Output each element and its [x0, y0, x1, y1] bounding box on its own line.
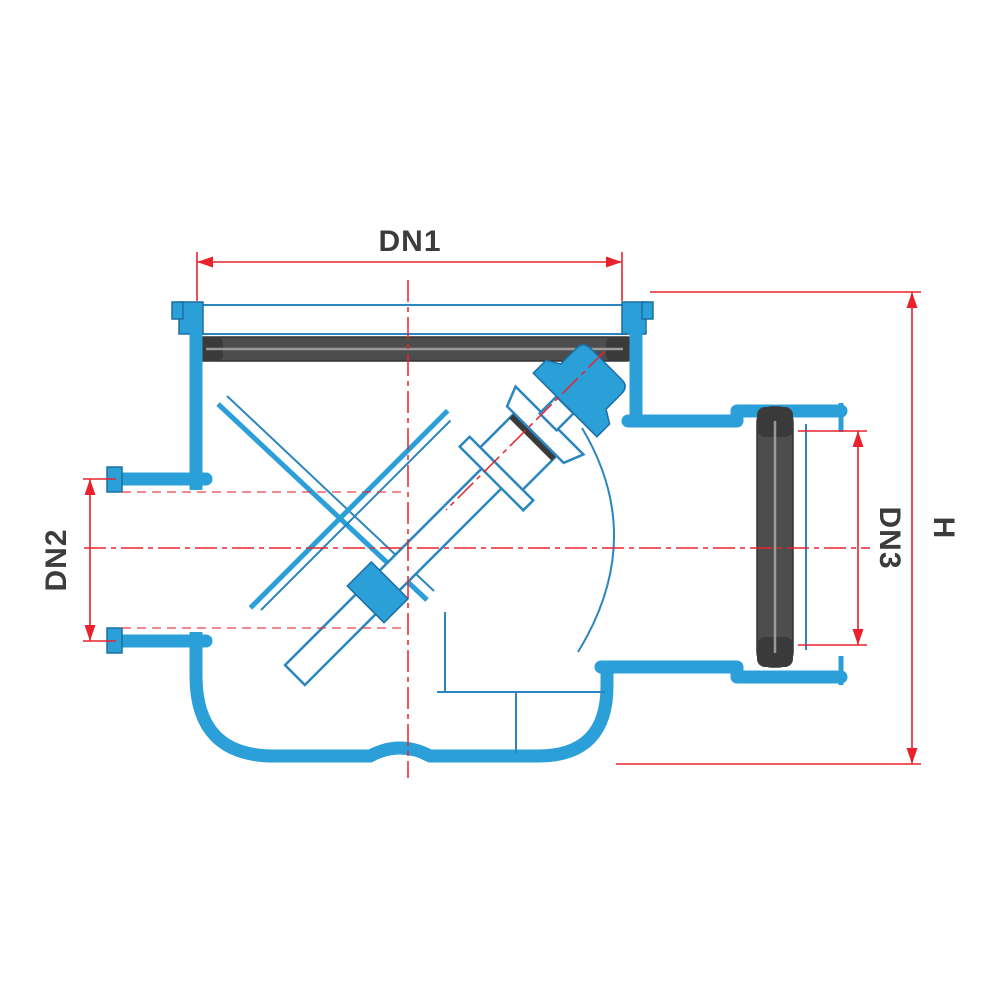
- inlet-opening: [188, 490, 216, 632]
- outlet-top-wall: [621, 404, 848, 428]
- dn1-label: DN1: [378, 225, 441, 258]
- centerlines: [84, 280, 870, 778]
- flap-valve-assembly: [248, 344, 626, 687]
- cartridge-flange: [457, 434, 536, 513]
- dimension-dn3: DN3: [798, 430, 906, 646]
- cartridge-thread: [509, 414, 556, 461]
- flange-left-lip: [171, 301, 184, 320]
- dimension-dn2: DN2: [40, 478, 116, 642]
- hidden-lines: [122, 491, 406, 629]
- pot-wall: [189, 327, 614, 763]
- valve-knob: [532, 344, 626, 438]
- dimension-dn1: DN1: [196, 225, 623, 301]
- stem-axis-centerline: [445, 351, 605, 511]
- h-label: H: [927, 517, 960, 540]
- valve-seat: [248, 408, 450, 610]
- flange-right-lip: [641, 301, 654, 320]
- outlet-gasket: [756, 406, 794, 668]
- bonnet-flange: [505, 384, 586, 465]
- dimensions: DN1 DN2 DN3 H: [40, 225, 960, 765]
- top-rim: [199, 304, 627, 335]
- flap-weight: [346, 560, 410, 624]
- dimension-h: H: [616, 291, 960, 765]
- outlet-chamber-curve: [577, 427, 615, 653]
- top-gasket: [192, 336, 637, 362]
- outlet-bottom-wall: [594, 660, 848, 684]
- dn2-label: DN2: [40, 528, 73, 591]
- dn3-label: DN3: [873, 506, 906, 569]
- valve-body: [106, 301, 848, 763]
